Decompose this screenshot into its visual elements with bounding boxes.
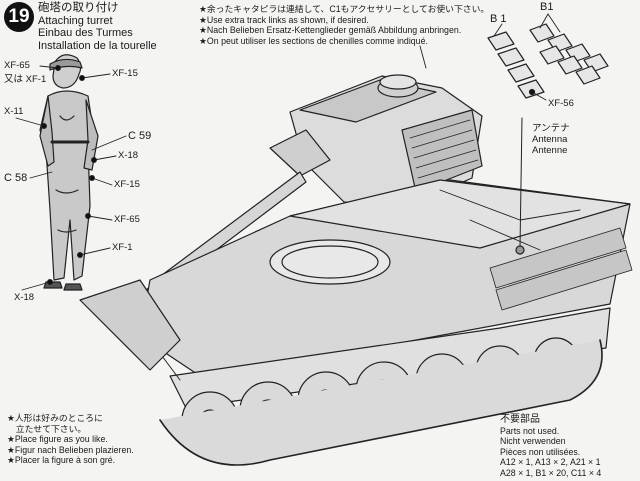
label-b1-right: B1 (540, 1, 554, 13)
step-title-fr: Installation de la tourelle (38, 39, 157, 52)
unused-parts-de: Nicht verwenden (500, 436, 566, 446)
label-xf1: XF-1 (112, 242, 133, 253)
label-xf15-b: XF-15 (114, 179, 140, 190)
step-title-jp: 砲塔の取り付け (38, 2, 119, 14)
antenna-label-de: Antenne (532, 145, 568, 156)
label-xf15-a: XF-15 (112, 68, 138, 79)
spare-track-links (487, 13, 609, 101)
label-xf1-alt: 又は XF-1 (4, 74, 47, 85)
unused-parts-jp: 不要部品 (500, 414, 540, 425)
figure-leaders (15, 65, 127, 291)
unused-parts-line2: A28 × 1, B1 × 20, C11 × 4 (500, 467, 602, 478)
fig-note-de: ★Figur nach Belieben plazieren. (7, 444, 134, 455)
note-jp: ★余ったキャタピラは連結して、C1もアクセサリーとしてお使い下さい。 (199, 4, 490, 14)
unused-parts-fr: Pièces non utilisées. (500, 446, 581, 457)
step-title: 砲塔の取り付け Attaching turret Einbau des Turm… (38, 2, 157, 52)
label-xf65-b: XF-65 (114, 214, 140, 225)
note-fr: ★On peut utiliser les sections de chenil… (199, 35, 428, 46)
step-title-en: Attaching turret (38, 14, 113, 27)
antenna-label-en: Antenna (532, 134, 568, 145)
step-title-de: Einbau des Turmes (38, 27, 133, 39)
label-b1-left: B 1 (490, 13, 507, 25)
note-en: ★Use extra track links as shown, if desi… (199, 14, 369, 25)
step-number-badge: 19 (4, 2, 34, 32)
label-x18-a: X-18 (118, 150, 139, 161)
fig-note-fr: ★Placer la figure à son gré. (7, 455, 116, 465)
unused-parts-list: 不要部品 Parts not used. Nicht verwenden Piè… (500, 414, 602, 478)
label-x18-b: X-18 (14, 292, 35, 303)
label-xf65: XF-65 (4, 60, 30, 71)
label-c58: C 58 (4, 172, 28, 184)
antenna-label-jp: アンテナ (532, 123, 570, 134)
label-c59: C 59 (128, 130, 152, 142)
label-x11: X-11 (4, 106, 24, 117)
fig-note-jp-1: ★人形は好みのところに (7, 413, 103, 423)
fig-note-jp-2: 立たせて下さい。 (7, 423, 87, 434)
tank-hull (79, 117, 633, 409)
label-xf56: XF-56 (548, 98, 574, 109)
track-notes: ★余ったキャタピラは連結して、C1もアクセサリーとしてお使い下さい。 ★Use … (199, 4, 489, 46)
figure-placement-notes: ★人形は好みのところに 立たせて下さい。 ★Place figure as yo… (7, 413, 134, 466)
unused-parts-en: Parts not used. (500, 425, 560, 436)
note-de: ★Nach Belieben Ersatz-Kettenglieder gemä… (199, 25, 462, 35)
soldier-figure (39, 54, 99, 291)
fig-note-en: ★Place figure as you like. (7, 434, 108, 444)
unused-parts-line1: A12 × 1, A13 × 2, A21 × 1 (500, 457, 601, 467)
road-wheels (159, 337, 603, 466)
antenna-label: アンテナ Antenna Antenne (532, 123, 570, 156)
